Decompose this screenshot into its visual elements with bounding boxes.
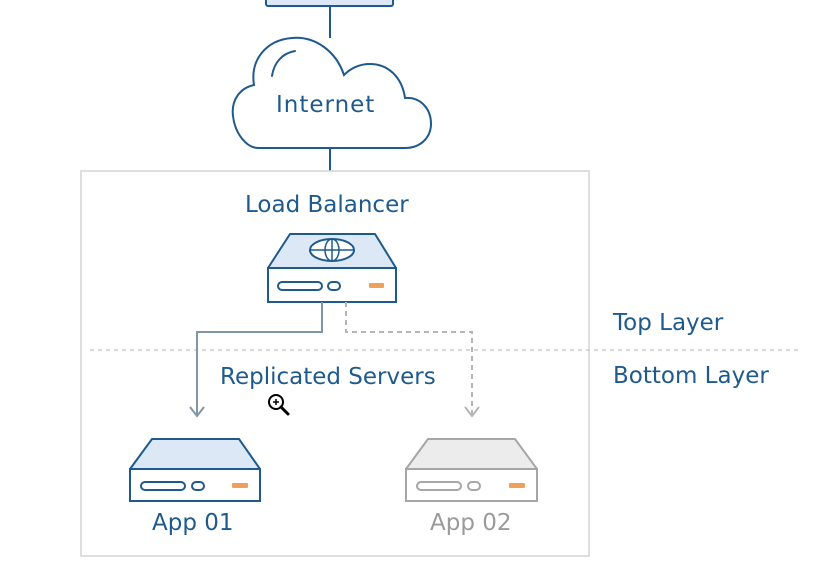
arrow-down-icon bbox=[189, 406, 205, 418]
arrow-down-icon bbox=[464, 406, 480, 418]
bottom-layer-label: Bottom Layer bbox=[613, 363, 769, 389]
cluster-container bbox=[80, 170, 590, 557]
internet-label: Internet bbox=[276, 92, 376, 118]
app-02-server[interactable] bbox=[405, 438, 538, 502]
active-connection-line bbox=[196, 302, 323, 414]
zoom-cursor-icon bbox=[268, 394, 290, 416]
replicated-servers-label: Replicated Servers bbox=[220, 364, 436, 390]
load-balancer-label: Load Balancer bbox=[245, 192, 409, 218]
top-layer-label: Top Layer bbox=[613, 310, 724, 336]
top-device-edge bbox=[265, 0, 394, 7]
app-01-label: App 01 bbox=[152, 510, 234, 536]
inactive-connection-line bbox=[345, 302, 473, 414]
app-01-server[interactable] bbox=[129, 438, 261, 502]
load-balancer-server[interactable] bbox=[267, 233, 397, 303]
globe-icon bbox=[309, 238, 355, 262]
cloud-icon bbox=[231, 36, 433, 149]
app-02-label: App 02 bbox=[430, 510, 512, 536]
